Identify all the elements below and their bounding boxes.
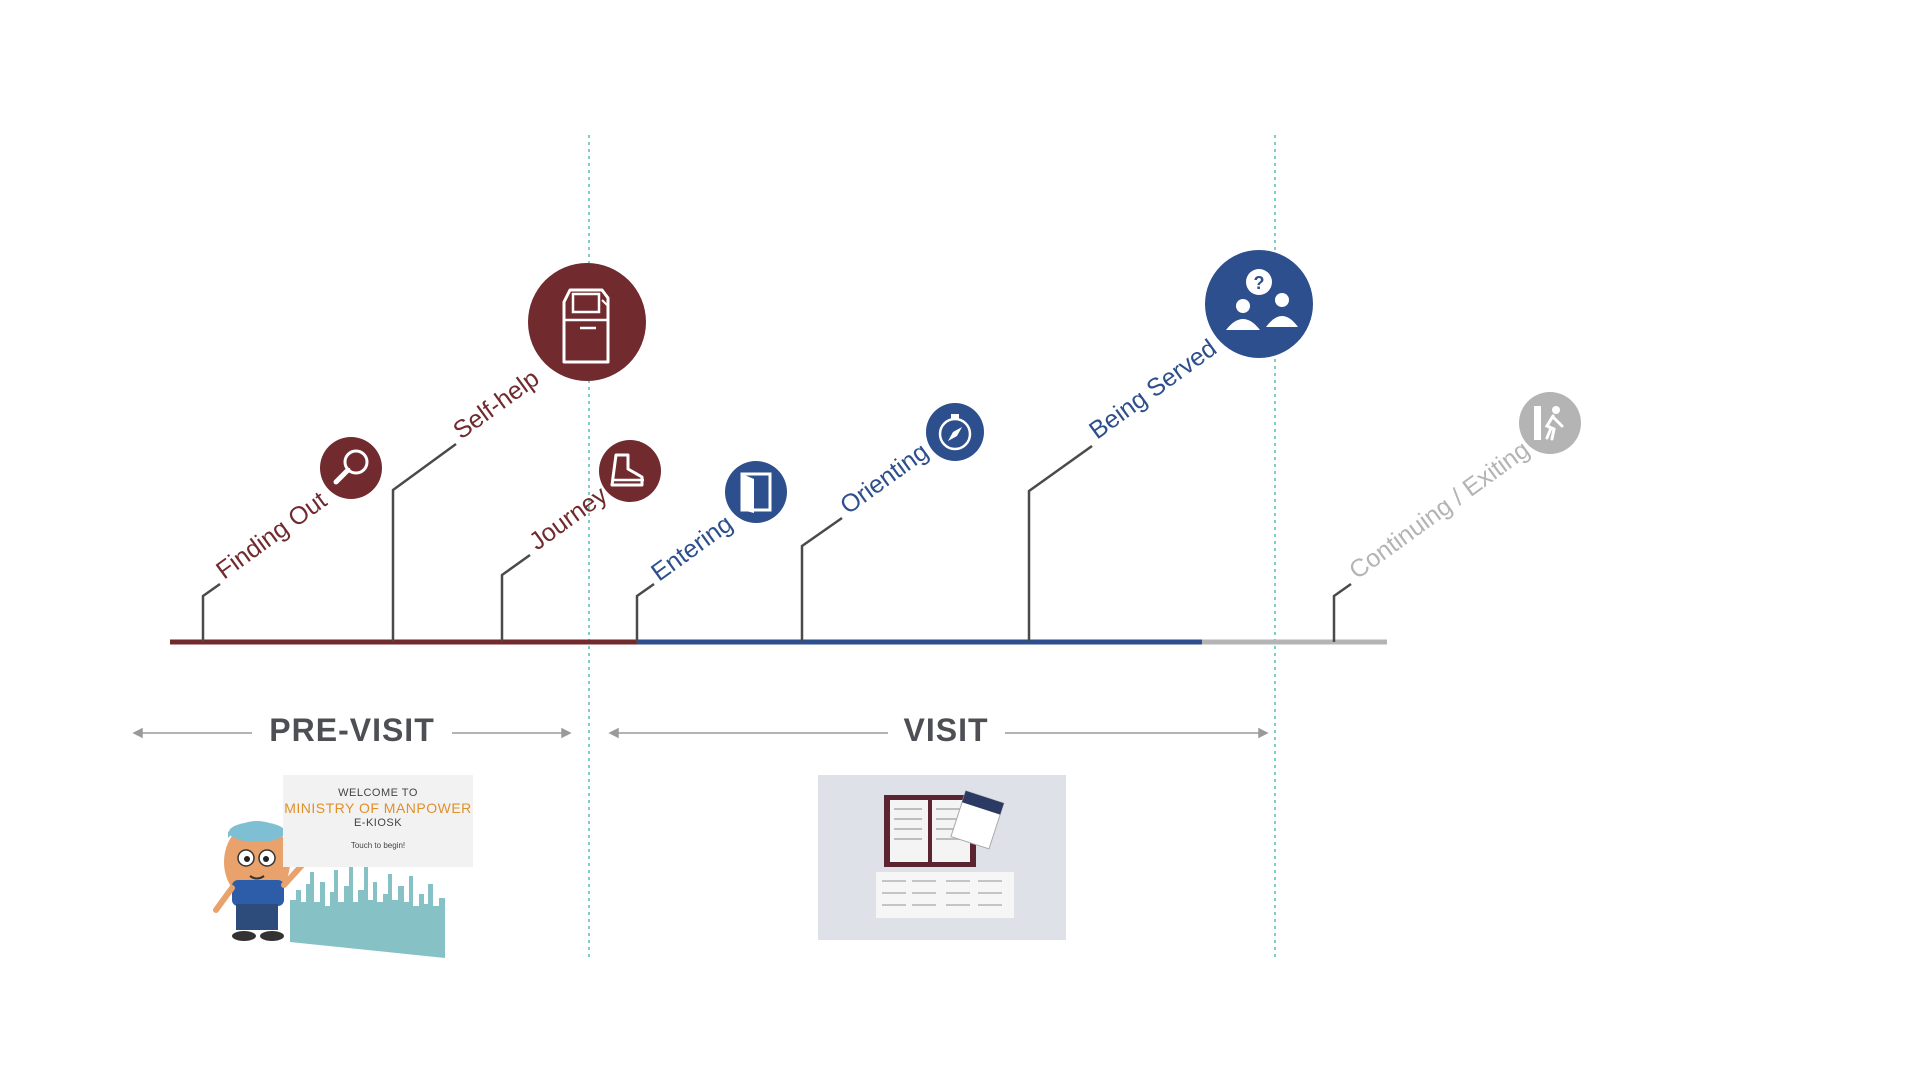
stage-label-finding-out: Finding Out bbox=[211, 486, 332, 585]
walking-shoe-icon bbox=[599, 440, 661, 502]
stage-label-journey: Journey bbox=[524, 481, 613, 556]
stage-label-entering: Entering bbox=[646, 509, 738, 586]
kiosk-ekiosk-text: E-KIOSK bbox=[353, 817, 403, 829]
kiosk-welcome-text: WELCOME TO bbox=[338, 787, 418, 799]
stage-label-self-help: Self-help bbox=[448, 364, 544, 445]
kiosk-touch-text: Touch to begin! bbox=[350, 841, 406, 850]
kiosk-ministry-text: MINISTRY OF MANPOWER bbox=[284, 800, 472, 816]
stage-label-continuing-exiting: Continuing / Exiting bbox=[1344, 436, 1535, 585]
stem-orienting bbox=[800, 516, 843, 642]
mascot-illustration bbox=[213, 821, 307, 941]
kiosk-icon bbox=[528, 263, 646, 381]
exit-door-icon bbox=[1519, 392, 1581, 454]
guide-photo bbox=[818, 775, 1066, 940]
stage-label-orienting: Orienting bbox=[835, 438, 934, 520]
stem-self-help bbox=[391, 442, 457, 642]
stem-journey bbox=[500, 553, 531, 642]
stage-label-being-served: Being Served bbox=[1084, 334, 1222, 445]
skyline-illustration bbox=[290, 862, 445, 958]
phase-label-previsit: PRE-VISIT bbox=[269, 712, 435, 748]
svg-text:?: ? bbox=[1254, 273, 1265, 293]
service-counter-icon: ? bbox=[1205, 250, 1313, 358]
magnifier-icon bbox=[320, 437, 382, 499]
phase-label-visit: VISIT bbox=[903, 712, 989, 748]
stage-stems bbox=[201, 442, 1352, 642]
kiosk-welcome-screen: WELCOME TO MINISTRY OF MANPOWER E-KIOSK … bbox=[283, 775, 473, 867]
stem-entering bbox=[635, 582, 655, 642]
door-icon bbox=[725, 461, 787, 523]
stem-continuing-exiting bbox=[1332, 582, 1352, 642]
stem-being-served bbox=[1027, 444, 1093, 642]
compass-icon bbox=[926, 403, 984, 461]
stem-finding-out bbox=[201, 582, 221, 642]
phase-arrows bbox=[132, 727, 1269, 739]
